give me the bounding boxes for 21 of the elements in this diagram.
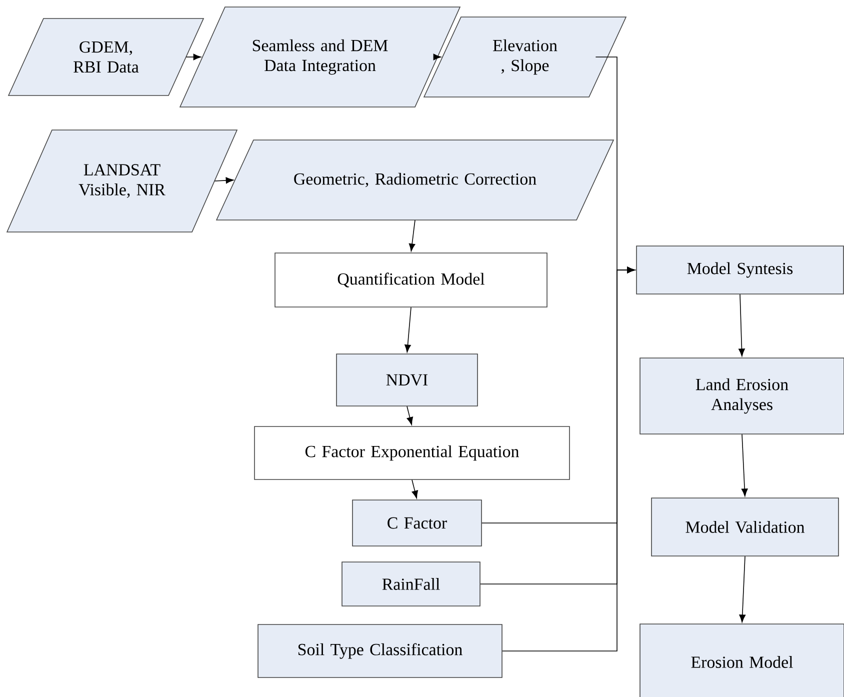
process-box: C Factor [352,500,482,546]
arrow [408,220,416,252]
arrow [214,177,234,184]
arrow [738,294,745,356]
process-box: Quantification Model [274,252,548,308]
process-box: Model Syntesis [636,246,844,294]
arrow [741,434,748,496]
process-box: Erosion Model [640,624,844,697]
arrow [433,54,442,60]
arrow [502,266,635,652]
arrow [404,307,412,352]
process-box: NDVI [336,354,478,406]
process-box: C Factor Exponential Equation [254,426,570,480]
process-box: Soil Type Classification [258,624,502,678]
arrow [186,54,202,60]
arrow [412,480,418,498]
process-box: Model Validation [651,498,839,556]
arrow [739,556,746,622]
process-box: Land Erosion Analyses [640,358,844,434]
arrow [406,406,413,425]
process-box: RainFall [342,562,480,606]
